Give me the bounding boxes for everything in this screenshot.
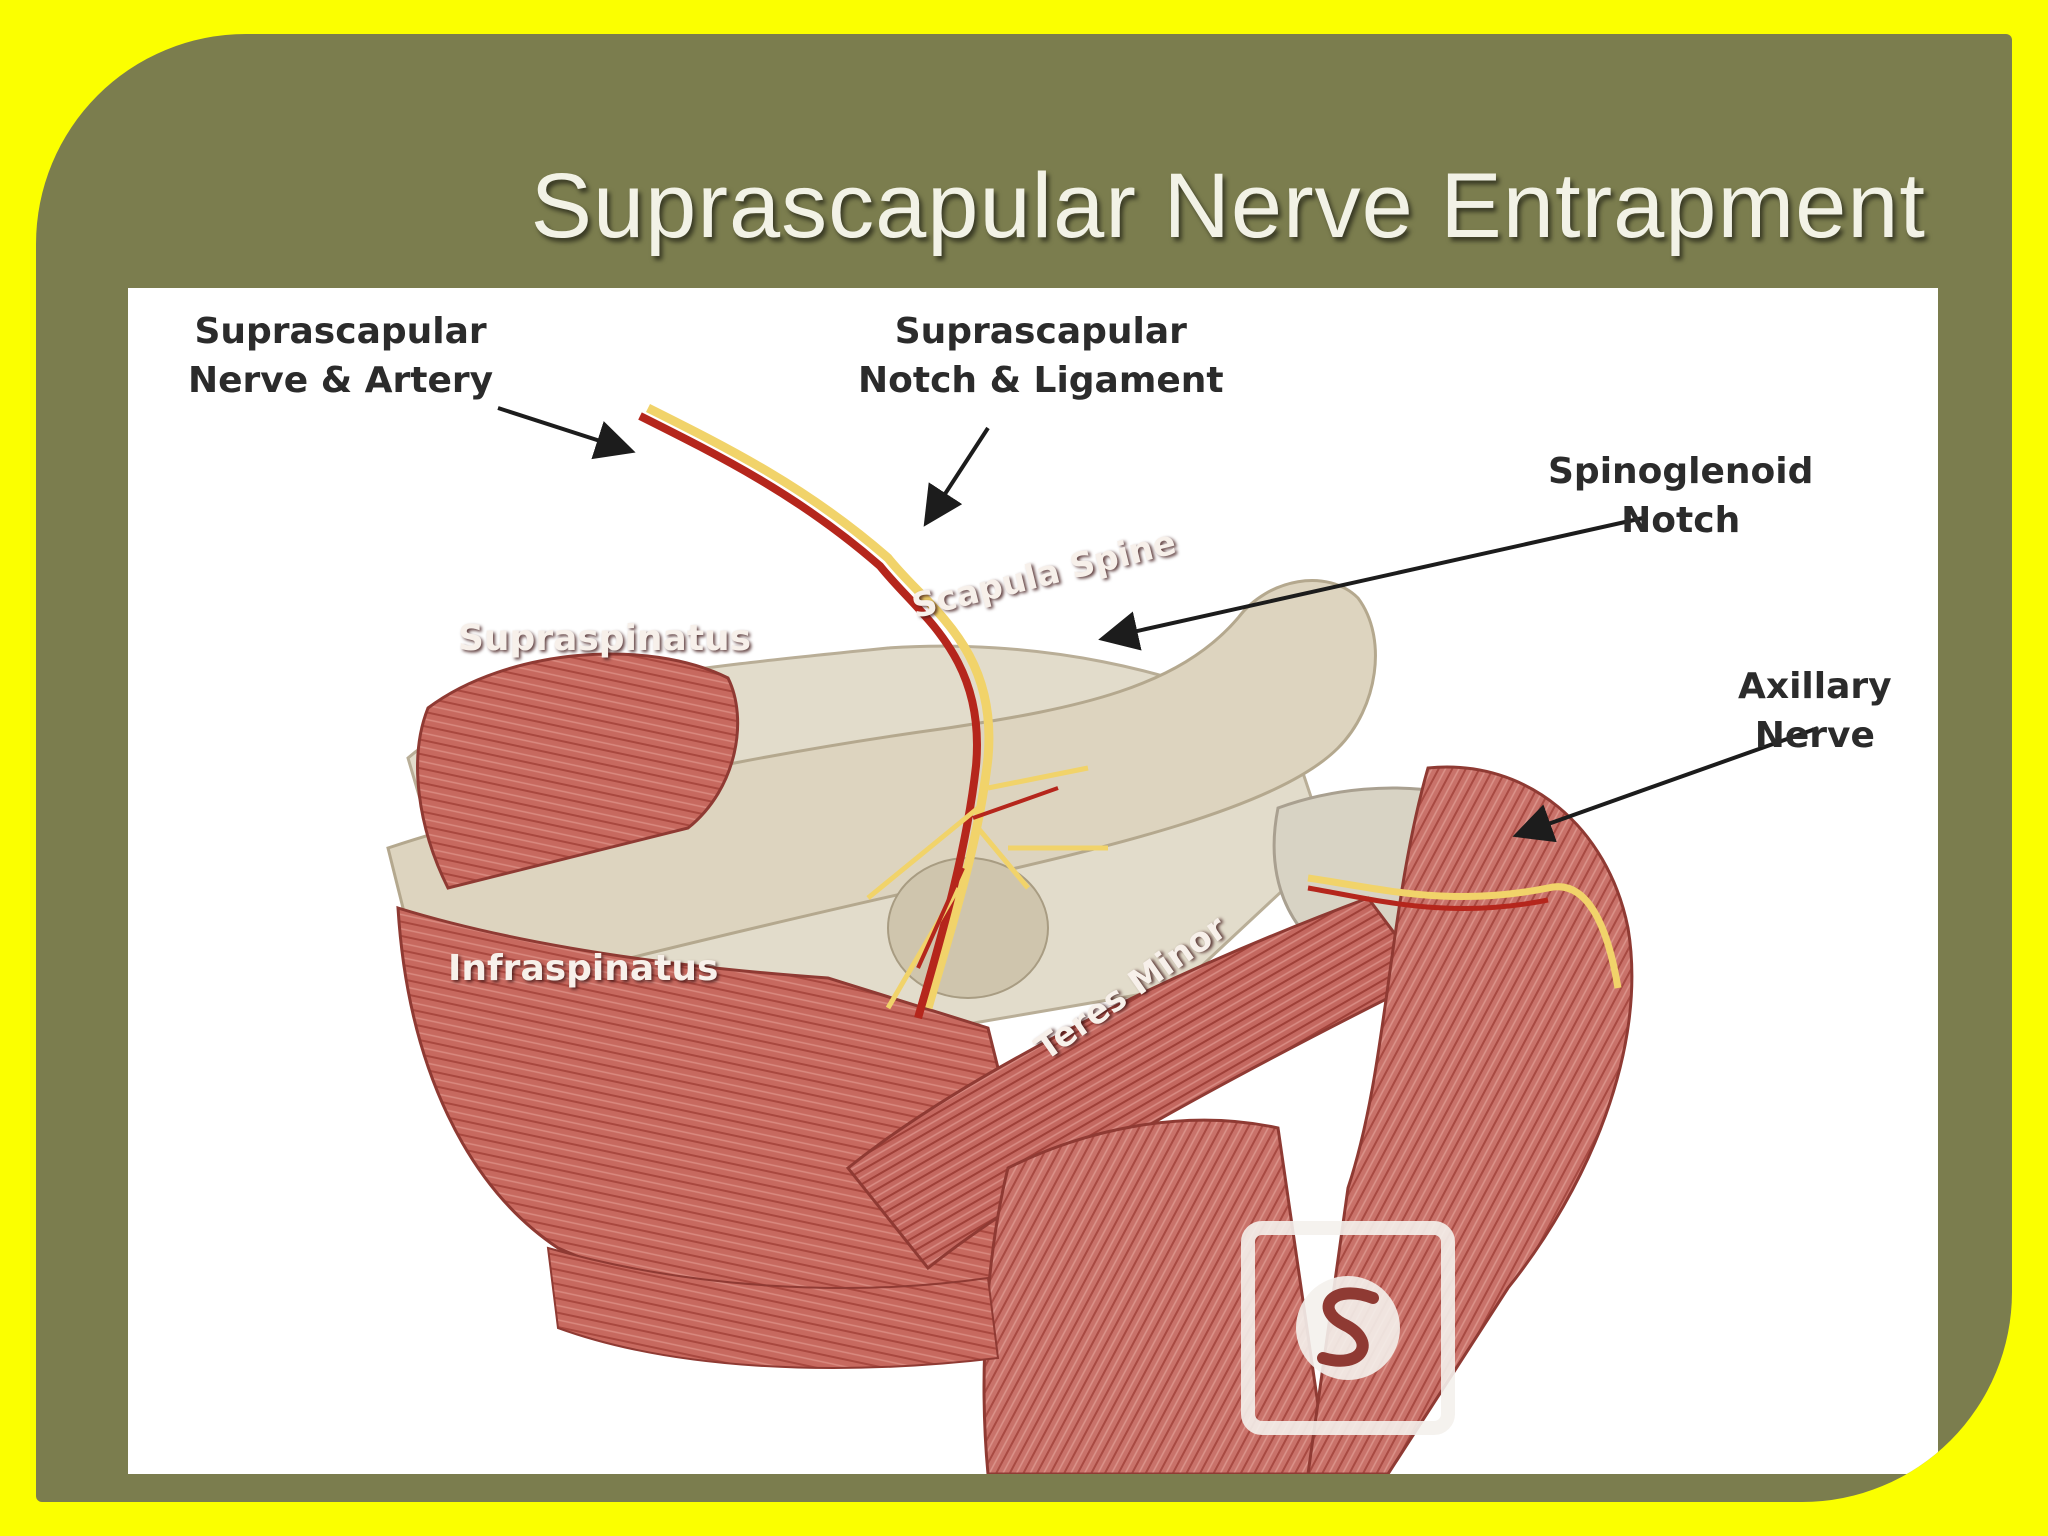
callout-axillary-line1: Axillary [1738,666,1892,707]
callout-notch-ligament-line1: Suprascapular [894,311,1187,352]
nerve-branches [866,765,1108,1010]
callout-nerve-artery-line1: Suprascapular [194,311,487,352]
callout-spinoglenoid: Spinoglenoid Notch [1548,448,1813,545]
callout-nerve-artery-line2: Nerve & Artery [188,359,494,401]
suprascapular-nerve [645,403,994,1010]
arrow-axillary [1512,726,1819,843]
label-infraspinatus: Infraspinatus [448,948,719,989]
anatomy-figure: Suprascapular Nerve & Artery Suprascapul… [128,288,1938,1474]
slide-panel: Suprascapular Nerve Entrapment [36,34,2012,1502]
scapula-spine [386,579,1377,1010]
callout-axillary: Axillary Nerve [1738,663,1892,760]
watermark-logo-box [1241,1221,1455,1435]
supraspinatus-muscle [416,652,740,890]
circumflex-artery [1307,885,1549,911]
arrow-spinoglenoid [1098,516,1644,651]
arrow-notch-ligament [923,426,990,527]
anatomy-illustration [386,403,1819,1474]
arrow-nerve-artery [497,406,636,460]
label-supraspinatus: Supraspinatus [458,618,752,659]
callout-spinoglenoid-line2: Notch [1621,499,1741,541]
axillary-nerve [1307,874,1622,989]
callout-notch-ligament: Suprascapular Notch & Ligament [858,308,1224,405]
artery-branches [916,786,1059,969]
callout-notch-ligament-line2: Notch & Ligament [858,359,1224,401]
watermark-logo-s [1317,1287,1379,1367]
callout-spinoglenoid-line1: Spinoglenoid [1548,451,1814,492]
teres-major-muscle [546,1246,1000,1369]
callout-nerve-artery: Suprascapular Nerve & Artery [188,308,493,405]
triceps-muscle [982,1118,1330,1474]
callout-axillary-line2: Nerve [1754,714,1875,756]
slide-title: Suprascapular Nerve Entrapment [530,155,1926,257]
